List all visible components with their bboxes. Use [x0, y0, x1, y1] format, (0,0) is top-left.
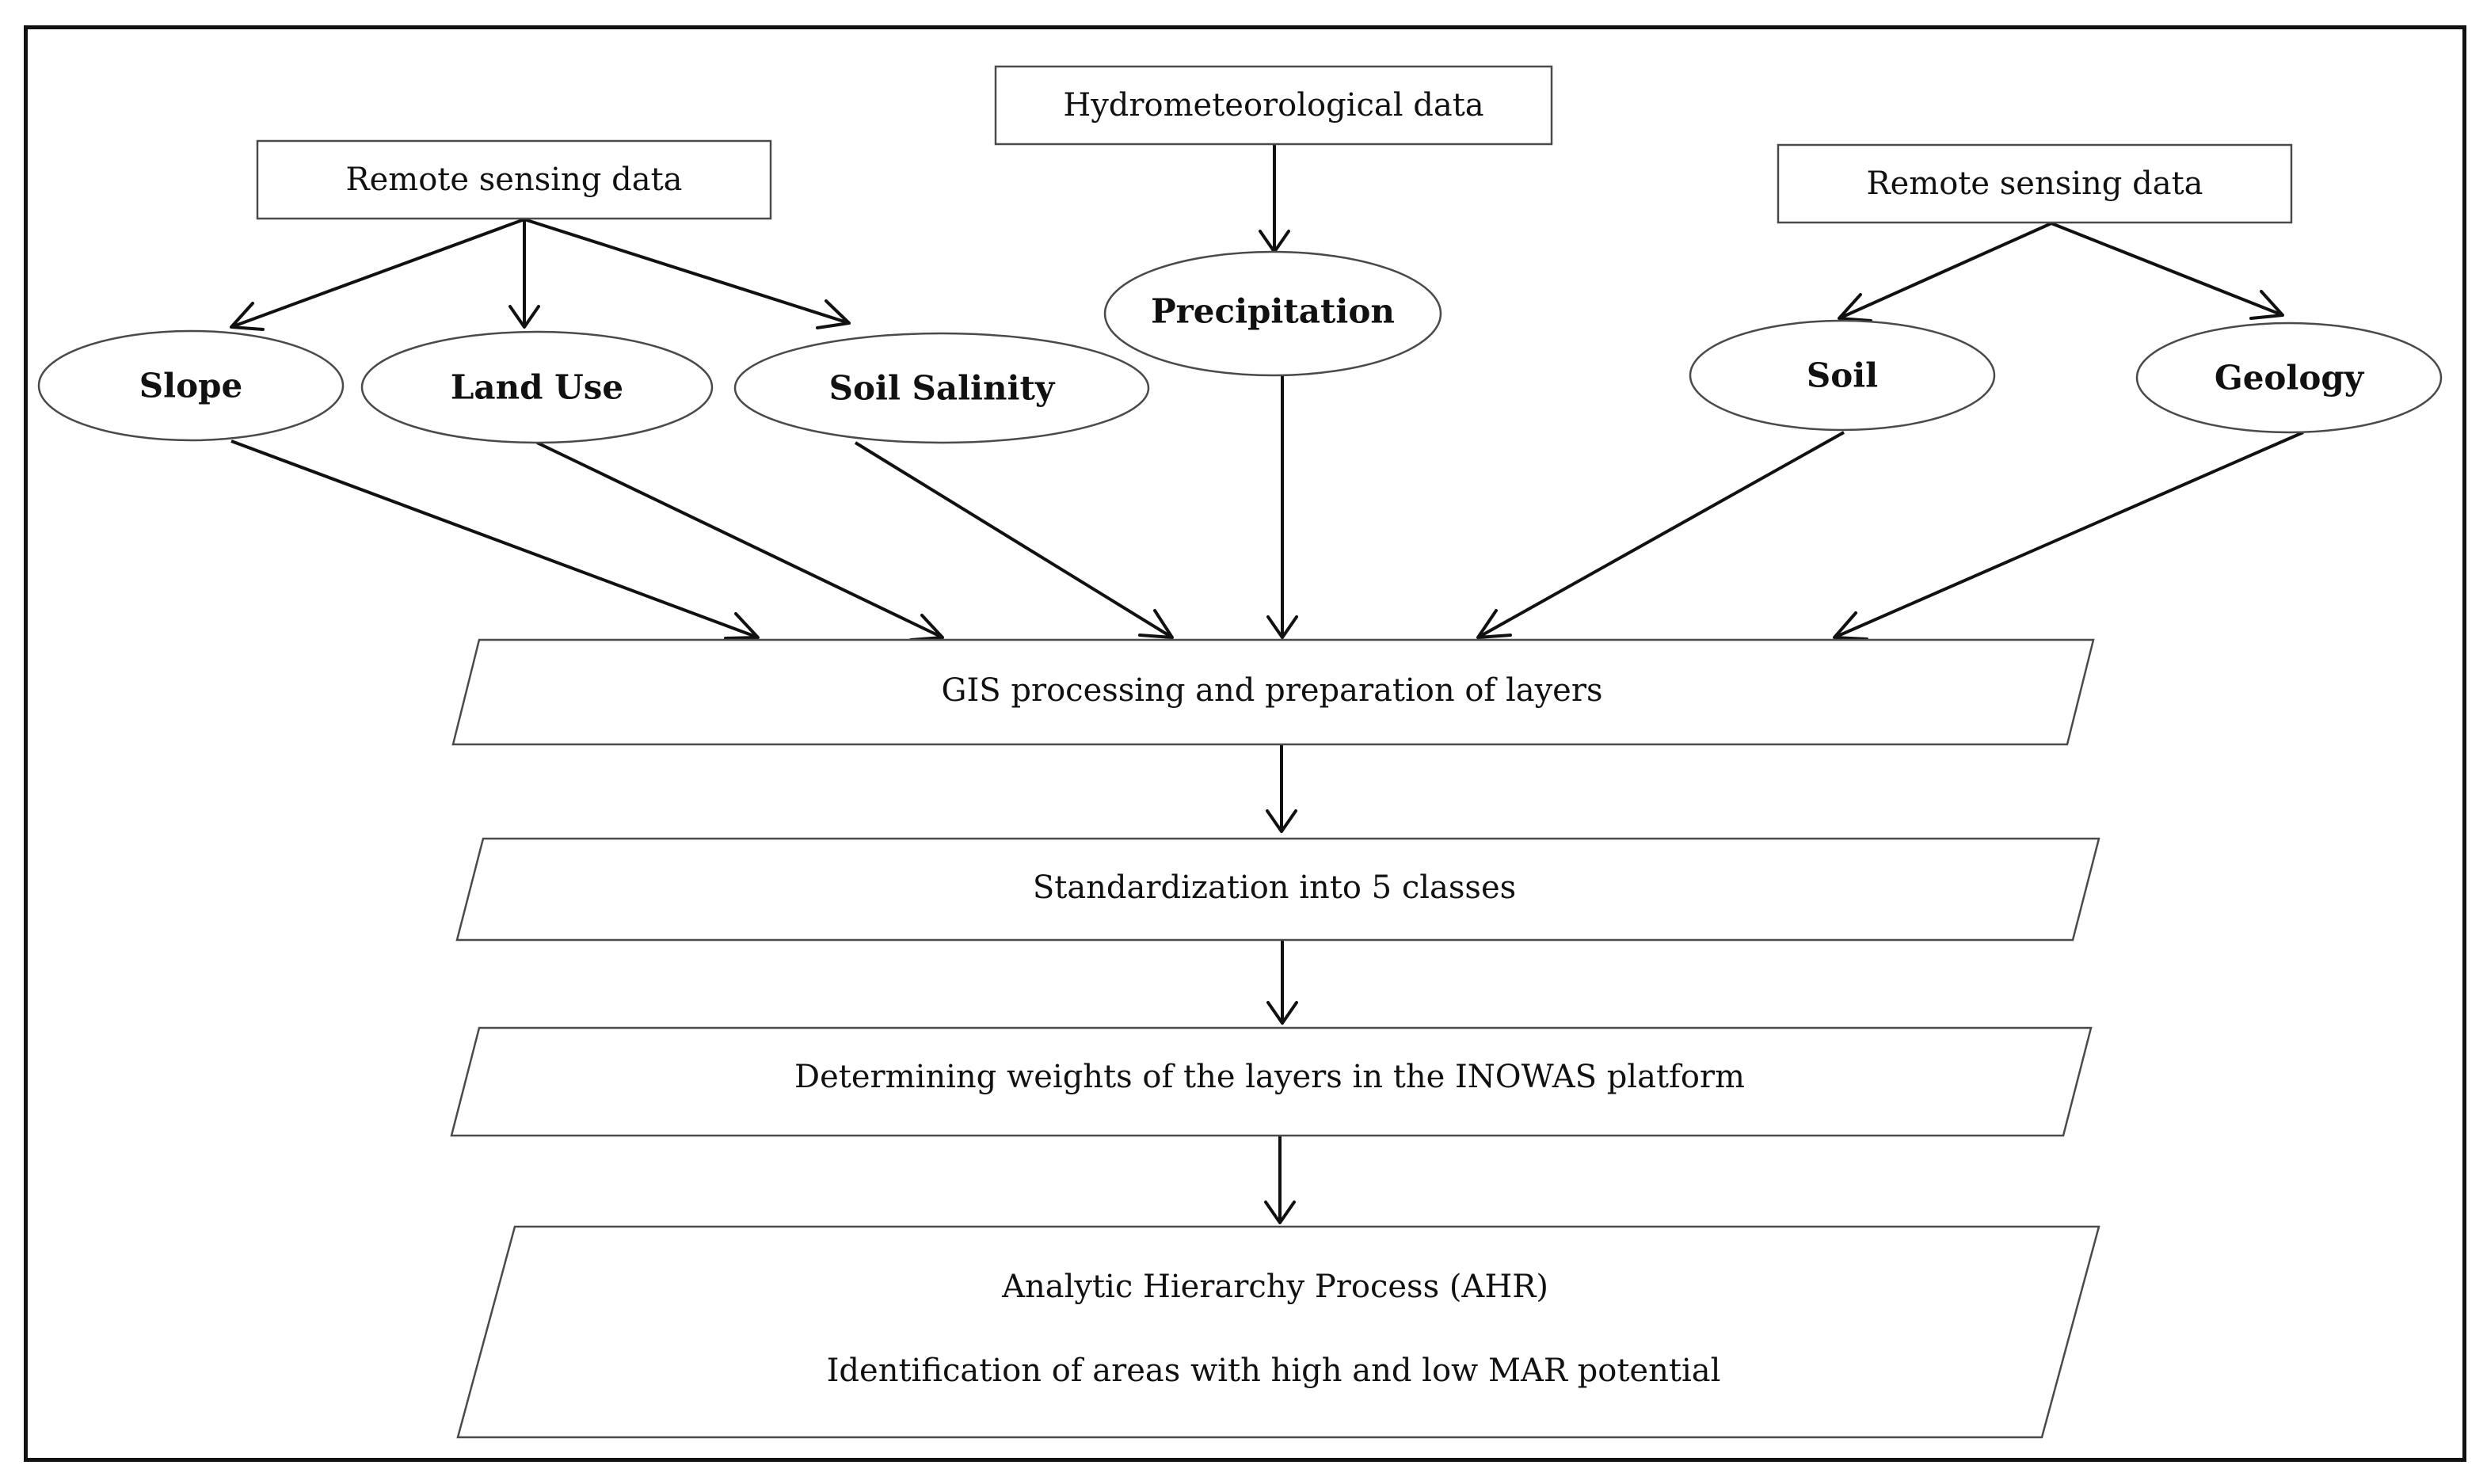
- arrowhead-gis-from-slope: [724, 612, 760, 640]
- edge-remote-right-to-soil: [1838, 222, 2052, 320]
- source-label-hydrometeorological: Hydrometeorological data: [1063, 87, 1483, 124]
- arrowhead-gis-from-soil: [1476, 609, 1512, 639]
- layer-label-precipitation: Precipitation: [1151, 292, 1395, 331]
- arrowhead-standardization: [1266, 809, 1297, 833]
- arrowhead-soil-salinity: [816, 299, 851, 329]
- arrowhead-soil: [1838, 293, 1872, 322]
- edge-remote-right-to-geology: [2051, 222, 2283, 317]
- layer-node-precipitation: Precipitation: [1103, 250, 1442, 377]
- arrowhead-gis-from-precipitation: [1266, 615, 1298, 639]
- step-label-weights: Determining weights of the layers in the…: [794, 1059, 1745, 1095]
- edge-soil-salinity-to-gis: [854, 441, 1174, 639]
- arrowhead-geology: [2249, 290, 2284, 320]
- step-label-standardization: Standardization into 5 classes: [1033, 869, 1516, 906]
- layer-label-soil: Soil: [1807, 356, 1878, 395]
- arrowhead-weights: [1266, 1001, 1298, 1025]
- step-label-gis-processing: GIS processing and preparation of layers: [941, 672, 1602, 709]
- layer-label-soil-salinity: Soil Salinity: [829, 369, 1056, 408]
- layer-node-soil: Soil: [1689, 319, 1996, 432]
- edge-land-use-to-gis: [536, 441, 943, 639]
- diagram-frame: [24, 25, 2466, 1462]
- arrowhead-gis-from-soil-salinity: [1138, 609, 1174, 639]
- arrowhead-gis-from-geology: [1833, 611, 1868, 641]
- step-node-standardization: Standardization into 5 classes: [455, 837, 2100, 942]
- edge-geology-to-gis: [1834, 431, 2304, 639]
- source-node-remote-sensing-left: Remote sensing data: [256, 139, 772, 220]
- layer-node-land-use: Land Use: [360, 330, 714, 444]
- layer-node-geology: Geology: [2135, 322, 2443, 434]
- arrowhead-ahp: [1264, 1201, 1296, 1224]
- source-node-remote-sensing-right: Remote sensing data: [1777, 143, 2293, 224]
- step-node-gis-processing: GIS processing and preparation of layers: [451, 638, 2095, 746]
- source-label-remote-sensing-right: Remote sensing data: [1867, 166, 2203, 202]
- step-label-ahp: Analytic Hierarchy Process (AHR): [1001, 1269, 1548, 1305]
- step-node-ahp: Analytic Hierarchy Process (AHR) Identif…: [456, 1225, 2100, 1439]
- layer-label-land-use: Land Use: [451, 368, 623, 407]
- edge-remote-left-to-slope: [230, 218, 525, 329]
- arrowhead-slope: [230, 302, 265, 331]
- step-node-weights: Determining weights of the layers in the…: [450, 1026, 2093, 1137]
- source-node-hydrometeorological: Hydrometeorological data: [994, 65, 1553, 146]
- layer-label-slope: Slope: [139, 367, 242, 405]
- edge-slope-to-gis: [230, 439, 759, 639]
- layer-node-soil-salinity: Soil Salinity: [733, 332, 1150, 444]
- source-label-remote-sensing-left: Remote sensing data: [346, 162, 683, 198]
- edge-soil-to-gis: [1477, 431, 1845, 639]
- edge-remote-left-to-soil-salinity: [524, 218, 850, 325]
- layer-node-slope: Slope: [37, 329, 345, 442]
- layer-label-geology: Geology: [2215, 359, 2365, 398]
- arrowhead-land-use: [508, 305, 540, 329]
- step-label-identification: Identification of areas with high and lo…: [827, 1353, 1721, 1389]
- edges: [230, 145, 2304, 1224]
